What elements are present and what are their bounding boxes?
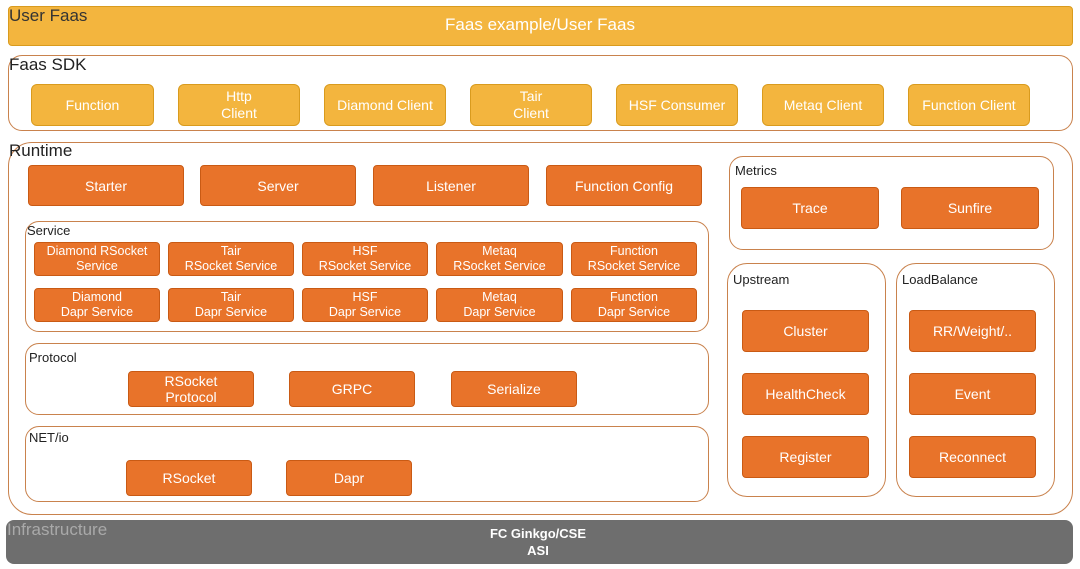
protocol-rsocket-box: RSocket Protocol: [128, 371, 254, 407]
infrastructure-line2: ASI: [527, 543, 549, 558]
metrics-sunfire-box: Sunfire: [901, 187, 1039, 229]
service-diamond-dapr-box: Diamond Dapr Service: [34, 288, 160, 322]
service-tair-dapr-box: Tair Dapr Service: [168, 288, 294, 322]
infrastructure-layer: [6, 520, 1073, 564]
runtime-starter-box: Starter: [28, 165, 184, 206]
service-diamond-rsocket-box: Diamond RSocket Service: [34, 242, 160, 276]
sdk-function-box: Function: [31, 84, 154, 126]
sdk-http-client-box: Http Client: [178, 84, 300, 126]
sdk-function-client-box: Function Client: [908, 84, 1030, 126]
infrastructure-line1: FC Ginkgo/CSE: [489, 526, 587, 541]
service-hsf-dapr-box: HSF Dapr Service: [302, 288, 428, 322]
user-faas-label: User Faas: [9, 6, 88, 25]
upstream-register-box: Register: [742, 436, 869, 478]
metrics-trace-box: Trace: [741, 187, 879, 229]
sdk-diamond-client-box: Diamond Client: [324, 84, 446, 126]
user-faas-banner: Faas example/User Faas: [445, 15, 635, 34]
service-metaq-dapr-box: Metaq Dapr Service: [436, 288, 563, 322]
loadbalance-reconnect-box: Reconnect: [909, 436, 1036, 478]
user-faas-layer: [8, 6, 1073, 46]
sdk-metaq-client-box: Metaq Client: [762, 84, 884, 126]
runtime-server-box: Server: [200, 165, 356, 206]
service-tair-rsocket-box: Tair RSocket Service: [168, 242, 294, 276]
netio-rsocket-box: RSocket: [126, 460, 252, 496]
sdk-hsf-consumer-box: HSF Consumer: [616, 84, 738, 126]
netio-label: NET/io: [29, 430, 69, 445]
netio-dapr-box: Dapr: [286, 460, 412, 496]
service-metaq-rsocket-box: Metaq RSocket Service: [436, 242, 563, 276]
infrastructure-label: Infrastructure: [7, 520, 108, 539]
runtime-function-config-box: Function Config: [546, 165, 702, 206]
protocol-serialize-box: Serialize: [451, 371, 577, 407]
upstream-cluster-box: Cluster: [742, 310, 869, 352]
faas-sdk-label: Faas SDK: [9, 55, 87, 74]
upstream-healthcheck-box: HealthCheck: [742, 373, 869, 415]
sdk-tair-client-box: Tair Client: [470, 84, 592, 126]
service-hsf-rsocket-box: HSF RSocket Service: [302, 242, 428, 276]
service-function-rsocket-box: Function RSocket Service: [571, 242, 697, 276]
upstream-label: Upstream: [733, 272, 790, 287]
runtime-listener-box: Listener: [373, 165, 529, 206]
service-function-dapr-box: Function Dapr Service: [571, 288, 697, 322]
metrics-label: Metrics: [735, 163, 777, 178]
protocol-label: Protocol: [29, 350, 77, 365]
runtime-label: Runtime: [9, 141, 73, 160]
loadbalance-label: LoadBalance: [902, 272, 978, 287]
protocol-grpc-box: GRPC: [289, 371, 415, 407]
loadbalance-event-box: Event: [909, 373, 1036, 415]
service-label: Service: [27, 223, 71, 238]
loadbalance-rr-weight-box: RR/Weight/..: [909, 310, 1036, 352]
